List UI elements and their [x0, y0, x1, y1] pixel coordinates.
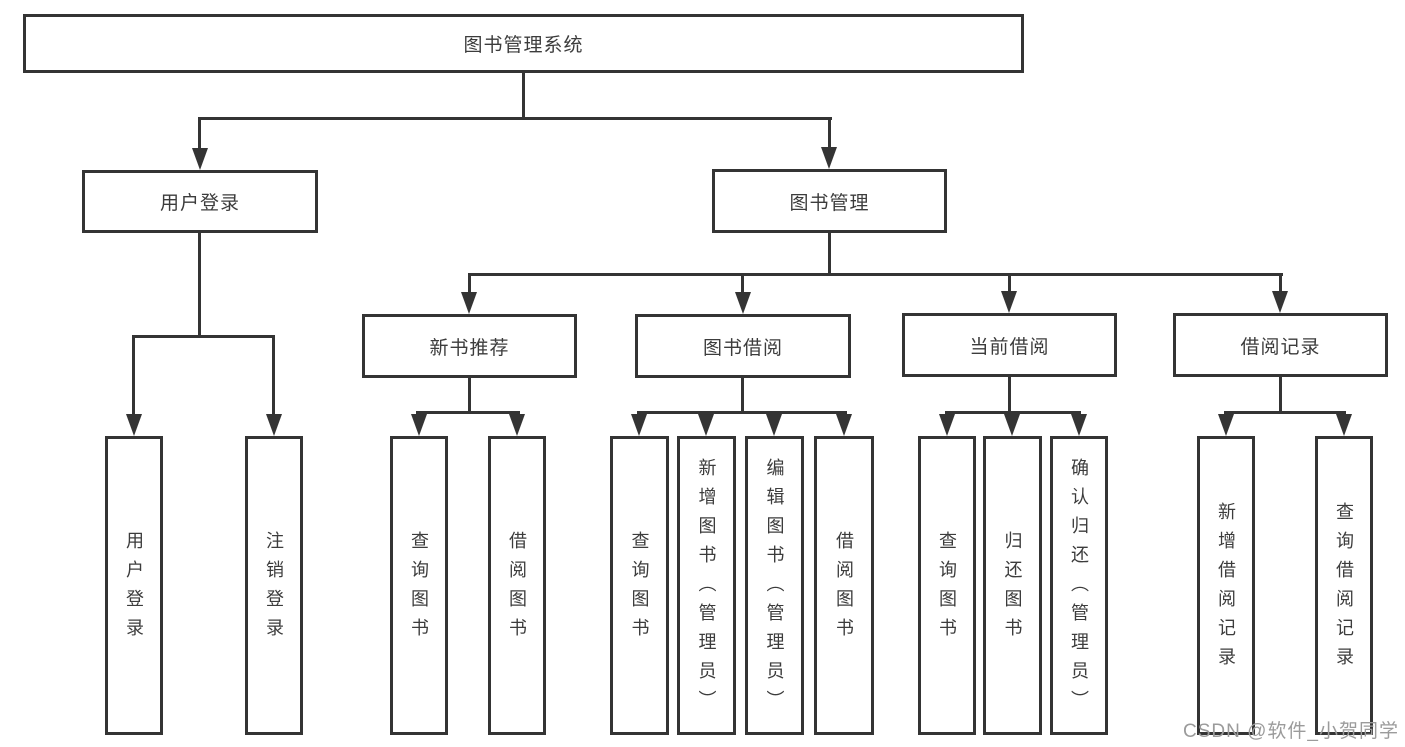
connector-line — [522, 73, 525, 120]
leaf-add-borrow-record: 新增借阅记录 — [1197, 436, 1255, 735]
arrow-down-icon — [192, 148, 208, 170]
csdn-watermark: CSDN @软件_小贺同学 — [1183, 721, 1399, 742]
node-new-book-recommend: 新书推荐 — [362, 314, 577, 378]
leaf-query-borrow-record: 查询借阅记录 — [1315, 436, 1373, 735]
node-current-borrowing: 当前借阅 — [902, 313, 1117, 377]
connector-line — [741, 273, 744, 292]
leaf-user-login: 用户登录 — [105, 436, 163, 735]
arrow-down-icon — [631, 414, 647, 436]
node-borrowing-records: 借阅记录 — [1173, 313, 1388, 377]
leaf-confirm-return-admin: 确认归还（管理员） — [1050, 436, 1108, 735]
connector-line — [1008, 273, 1011, 291]
connector-line — [828, 117, 831, 149]
connector-line — [1279, 273, 1282, 291]
arrow-down-icon — [939, 414, 955, 436]
connector-line — [468, 273, 471, 292]
connector-line — [1279, 377, 1282, 414]
connector-line — [272, 335, 275, 415]
arrow-down-icon — [411, 414, 427, 436]
node-user-login: 用户登录 — [82, 170, 318, 233]
connector-line — [198, 233, 201, 338]
node-book-borrowing: 图书借阅 — [635, 314, 851, 378]
connector-line — [198, 117, 201, 150]
leaf-query-books-current: 查询图书 — [918, 436, 976, 735]
connector-line — [468, 378, 471, 414]
connector-line — [945, 411, 1081, 414]
arrow-down-icon — [698, 414, 714, 436]
leaf-add-book-admin: 新增图书（管理员） — [677, 436, 736, 735]
leaf-logout: 注销登录 — [245, 436, 303, 735]
connector-line — [741, 378, 744, 414]
connector-line — [637, 411, 847, 414]
connector-line — [1008, 377, 1011, 414]
leaf-return-book: 归还图书 — [983, 436, 1042, 735]
leaf-borrow-books-recommend: 借阅图书 — [488, 436, 546, 735]
node-book-management: 图书管理 — [712, 169, 947, 233]
arrow-down-icon — [1272, 291, 1288, 313]
leaf-borrow-books: 借阅图书 — [814, 436, 874, 735]
connector-line — [1224, 411, 1346, 414]
arrow-down-icon — [1336, 414, 1352, 436]
node-library-management-system: 图书管理系统 — [23, 14, 1024, 73]
arrow-down-icon — [509, 414, 525, 436]
connector-line — [198, 117, 832, 120]
arrow-down-icon — [126, 414, 142, 436]
arrow-down-icon — [1004, 414, 1020, 436]
leaf-query-books-borrowing: 查询图书 — [610, 436, 669, 735]
arrow-down-icon — [461, 292, 477, 314]
arrow-down-icon — [1071, 414, 1087, 436]
arrow-down-icon — [735, 292, 751, 314]
arrow-down-icon — [836, 414, 852, 436]
leaf-edit-book-admin: 编辑图书（管理员） — [745, 436, 804, 735]
arrow-down-icon — [1001, 291, 1017, 313]
arrow-down-icon — [821, 147, 837, 169]
connector-line — [416, 411, 520, 414]
arrow-down-icon — [1218, 414, 1234, 436]
connector-line — [468, 273, 1283, 276]
arrow-down-icon — [266, 414, 282, 436]
connector-line — [132, 335, 275, 338]
leaf-query-books-recommend: 查询图书 — [390, 436, 448, 735]
connector-line — [132, 335, 135, 415]
connector-line — [828, 233, 831, 276]
arrow-down-icon — [766, 414, 782, 436]
